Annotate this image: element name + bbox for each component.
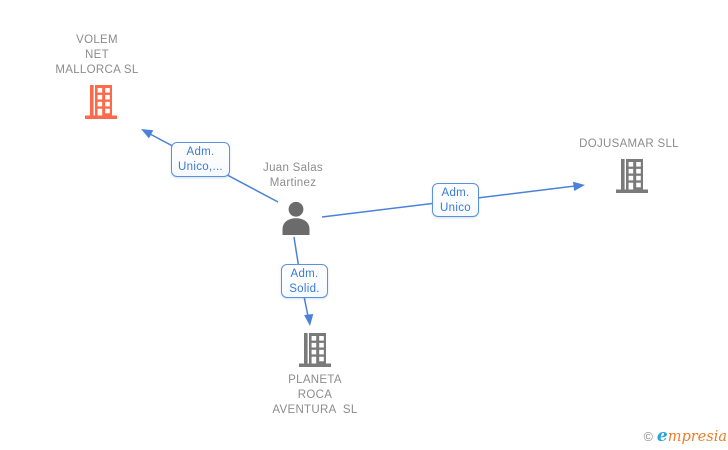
person-icon[interactable] [280,201,312,235]
node-label-volem-net-mallorca[interactable]: VOLEM NET MALLORCA SL [55,34,139,76]
copyright-icon: © [643,430,653,444]
node-label-dojusamar[interactable]: DOJUSAMAR SLL [579,138,679,150]
empresia-logo[interactable]: © e mpresia [644,426,727,446]
edge-label-adm-unico-dojusamar: Adm. Unico [432,183,479,217]
node-label-planeta-roca-aventura[interactable]: PLANETA ROCA AVENTURA SL [272,374,358,416]
arrowhead-to-volem [141,129,154,139]
node-label-juan-salas-martinez[interactable]: Juan Salas Martinez [263,162,323,189]
building-icon-planeta[interactable] [298,332,332,368]
empresia-logo-text: mpresia [667,429,727,445]
building-icon-dojusamar[interactable] [615,158,649,194]
arrowhead-to-planeta [304,314,314,326]
edge-label-adm-unico-volem: Adm. Unico,... [171,142,230,177]
edge-label-adm-solid-planeta: Adm. Solid. [281,264,328,298]
building-icon-volem[interactable] [84,84,118,120]
empresia-logo-initial: e [656,426,668,446]
arrowhead-to-dojusamar [573,181,585,191]
